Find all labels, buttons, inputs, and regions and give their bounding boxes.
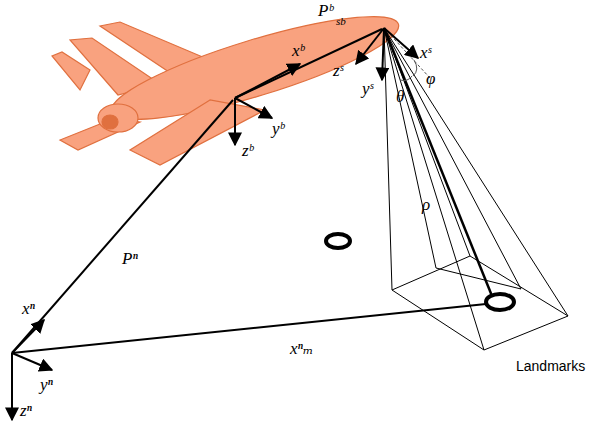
aircraft	[52, 0, 407, 165]
fuselage	[103, 0, 406, 139]
vector-label: Pⁿ	[122, 250, 138, 267]
vector-label: xⁿₘ	[290, 340, 313, 357]
angle-label: φ	[426, 70, 435, 87]
near-wing	[130, 100, 265, 165]
body-frame	[235, 29, 382, 145]
axis-label: xˢ	[420, 44, 431, 61]
range-vector	[384, 28, 492, 296]
engine-nacelle	[98, 104, 138, 132]
sensor-frame	[356, 28, 418, 80]
landmark-ring	[326, 234, 350, 248]
axis-label: xⁿ	[22, 300, 35, 317]
axis-label: zᵇ	[242, 142, 253, 159]
axis-label: zⁿ	[20, 402, 32, 419]
axis-label: yᵇ	[272, 120, 284, 137]
axis-label: zˢ	[333, 62, 343, 79]
range-label: ρ	[422, 196, 430, 213]
angle-label: θ	[396, 88, 404, 105]
axis-label: yˢ	[362, 80, 373, 97]
vector-label: Pᵇ	[318, 2, 333, 19]
landmarks-label: Landmarks	[514, 358, 587, 374]
landmark-ring	[486, 294, 514, 310]
far-stabilizer	[52, 52, 90, 90]
vector-subscript: sb	[336, 16, 346, 27]
axis-label: xᵇ	[292, 42, 304, 59]
nav-frame	[12, 100, 486, 420]
engine-exhaust	[102, 115, 118, 129]
camera-frustum	[384, 28, 568, 350]
axis-label: yⁿ	[40, 376, 53, 393]
